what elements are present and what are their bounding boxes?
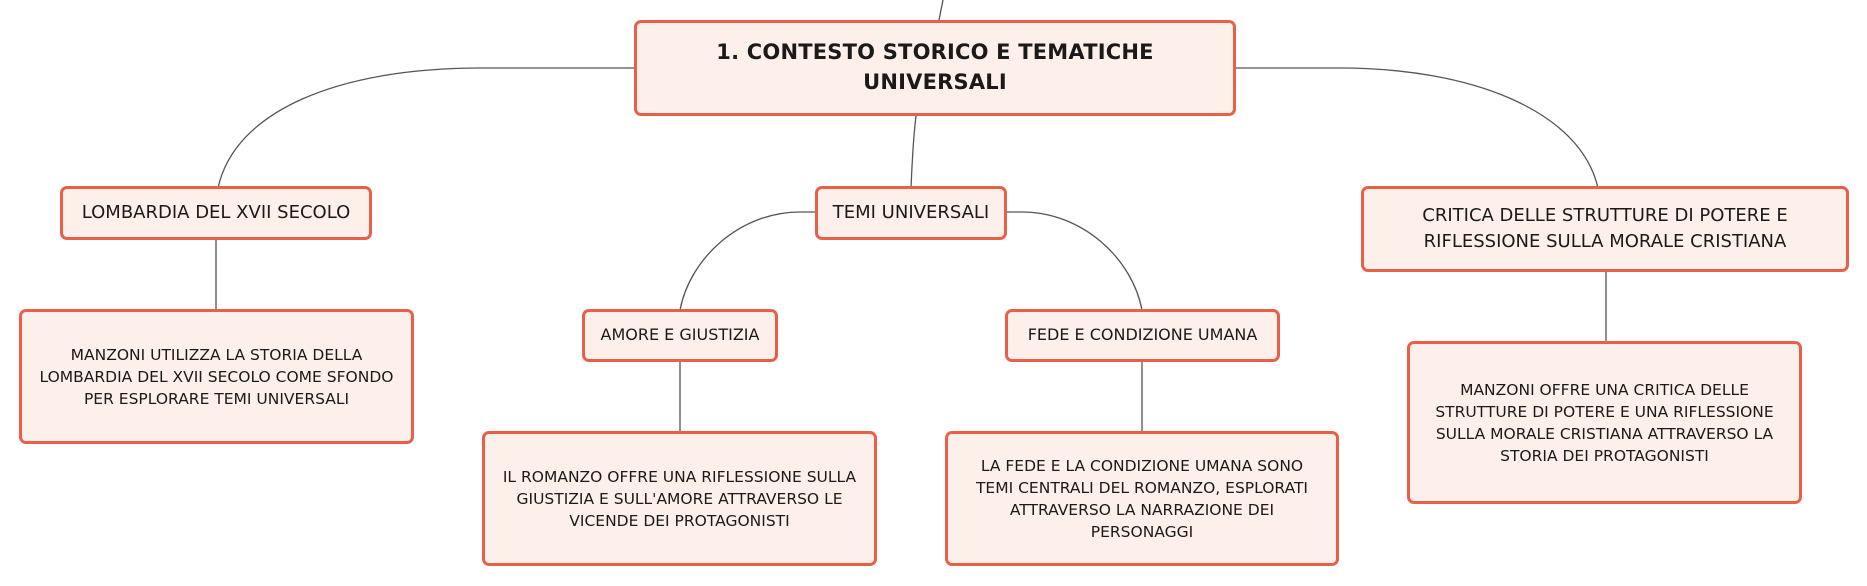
amore-detail-node[interactable]: IL ROMANZO OFFRE UNA RIFLESSIONE SULLA G…: [482, 431, 877, 566]
topic-temi-label: TEMI UNIVERSALI: [832, 202, 990, 224]
fede-detail-text: LA FEDE E LA CONDIZIONE UMANA SONO TEMI …: [975, 456, 1309, 541]
connector-root-lombardia: [217, 67, 634, 189]
subtopic-fede-label: FEDE E CONDIZIONE UMANA: [1027, 325, 1258, 345]
topic-critica-node[interactable]: CRITICA DELLE STRUTTURE DI POTERE E RIFL…: [1361, 186, 1849, 272]
connector-temi-amore: [679, 211, 816, 311]
connector-temi-fede: [1006, 211, 1143, 311]
critica-detail-text: MANZONI OFFRE UNA CRITICA DELLE STRUTTUR…: [1435, 380, 1774, 465]
connector-root-temi: [910, 115, 917, 189]
amore-detail-text: IL ROMANZO OFFRE UNA RIFLESSIONE SULLA G…: [502, 467, 857, 530]
lombardia-detail-text: MANZONI UTILIZZA LA STORIA DELLA LOMBARD…: [39, 345, 394, 408]
topic-lombardia-label: LOMBARDIA DEL XVII SECOLO: [81, 202, 351, 224]
fede-detail-node[interactable]: LA FEDE E LA CONDIZIONE UMANA SONO TEMI …: [945, 431, 1339, 566]
connector-root-critica: [1236, 67, 1599, 189]
topic-lombardia-node[interactable]: LOMBARDIA DEL XVII SECOLO: [60, 186, 372, 240]
root-node[interactable]: 1. CONTESTO STORICO E TEMATICHE UNIVERSA…: [634, 20, 1236, 116]
lombardia-detail-node[interactable]: MANZONI UTILIZZA LA STORIA DELLA LOMBARD…: [19, 309, 414, 444]
subtopic-fede-node[interactable]: FEDE E CONDIZIONE UMANA: [1005, 309, 1280, 362]
topic-critica-label: CRITICA DELLE STRUTTURE DI POTERE E RIFL…: [1422, 205, 1788, 252]
connector-root-parent: [938, 0, 944, 21]
topic-temi-node[interactable]: TEMI UNIVERSALI: [815, 186, 1007, 240]
subtopic-amore-label: AMORE E GIUSTIZIA: [600, 325, 760, 345]
root-node-label: 1. CONTESTO STORICO E TEMATICHE UNIVERSA…: [716, 40, 1154, 94]
critica-detail-node[interactable]: MANZONI OFFRE UNA CRITICA DELLE STRUTTUR…: [1407, 341, 1802, 504]
subtopic-amore-node[interactable]: AMORE E GIUSTIZIA: [582, 309, 778, 362]
